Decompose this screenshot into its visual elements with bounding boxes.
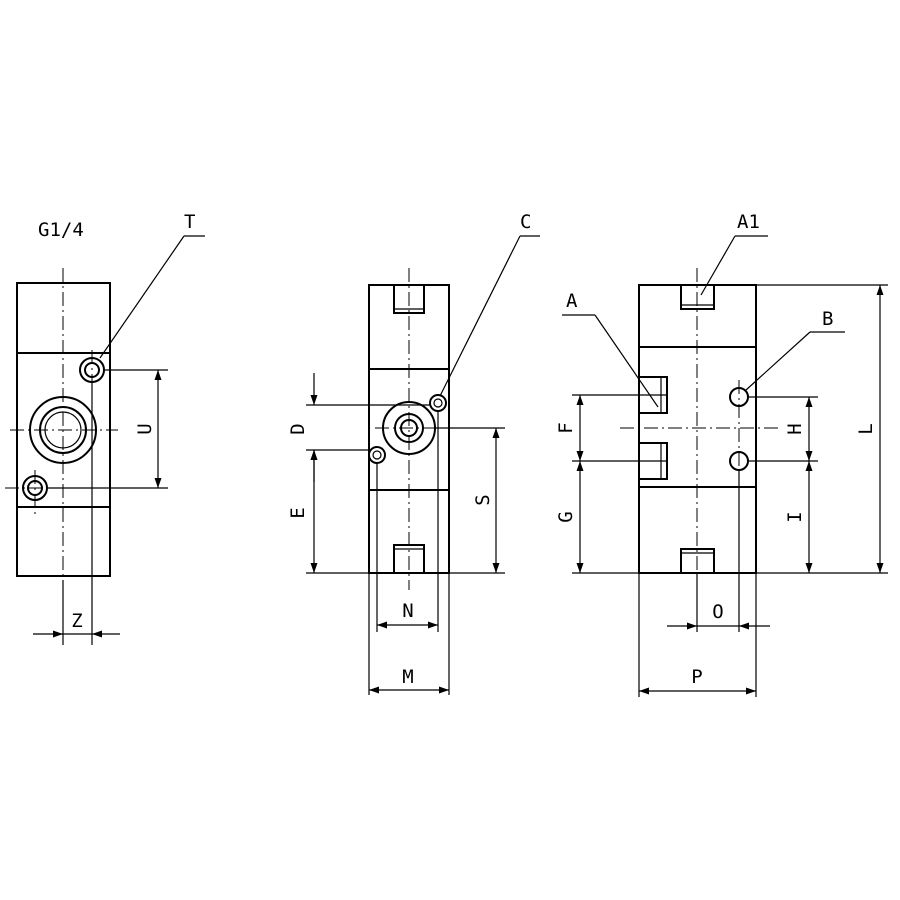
ports-view xyxy=(562,235,888,697)
main-port-inner xyxy=(39,406,87,454)
side-view xyxy=(5,235,205,645)
label-t: T xyxy=(184,211,195,233)
dim-h: H xyxy=(784,423,806,434)
thread-note: G1/4 xyxy=(38,219,84,241)
dim-d: D xyxy=(287,423,309,434)
dim-g: G xyxy=(555,511,577,522)
dim-l: L xyxy=(855,423,877,434)
label-b: B xyxy=(822,308,833,330)
hole-front-lower xyxy=(368,446,386,464)
label-a1: A1 xyxy=(737,211,760,233)
dim-e: E xyxy=(287,507,309,518)
dim-i: I xyxy=(784,511,806,522)
dim-o: O xyxy=(712,601,723,623)
label-c: C xyxy=(520,211,531,233)
main-port-outer xyxy=(29,396,97,464)
dim-u: U xyxy=(134,423,156,434)
dim-n: N xyxy=(402,600,413,622)
dim-z: Z xyxy=(71,610,82,632)
dim-f: F xyxy=(555,422,577,433)
dim-p: P xyxy=(691,666,702,688)
front-view xyxy=(306,235,540,695)
dim-s: S xyxy=(472,494,494,505)
label-a: A xyxy=(566,290,578,312)
hole-c xyxy=(429,394,447,412)
dim-m: M xyxy=(402,666,413,688)
